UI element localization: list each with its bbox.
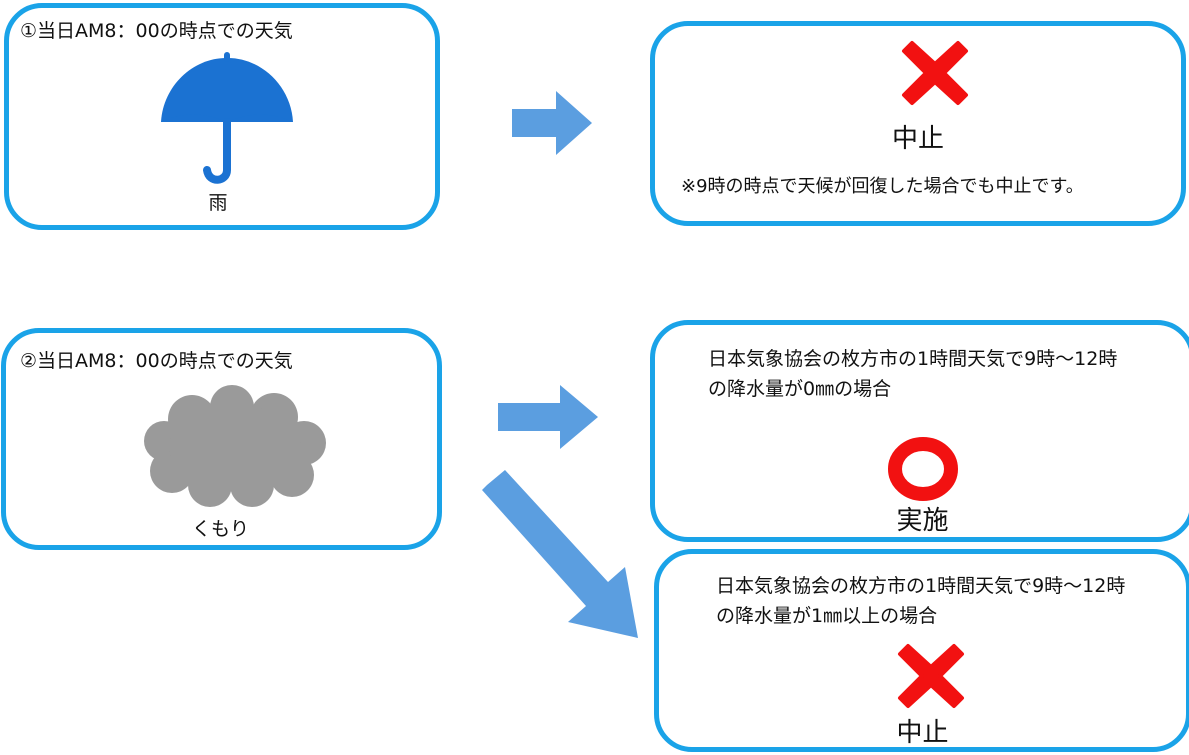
- outcome-a-condition: 日本気象協会の枚方市の1時間天気で9時〜12時の降水量が0㎜の場合: [708, 348, 1118, 400]
- cross-icon: [902, 41, 968, 105]
- weather-label-rain: 雨: [208, 192, 228, 214]
- outcome-b-condition: 日本気象協会の枚方市の1時間天気で9時〜12時の降水量が1㎜以上の場合: [716, 575, 1126, 627]
- arrow-right-2: [498, 385, 598, 449]
- case2-outcome-a-box: [650, 320, 1189, 542]
- cloud-icon: [144, 385, 326, 507]
- result-label-go: 実施: [896, 506, 949, 536]
- umbrella-icon: [161, 52, 293, 184]
- arrow-diagonal: [482, 470, 638, 638]
- case2-outcome-b-box: [654, 549, 1189, 752]
- cross-icon: [898, 644, 964, 708]
- weather-label-cloudy: くもり: [191, 518, 249, 540]
- case2-title: ②当日AM8：00の時点での天気: [20, 350, 293, 372]
- result-label-cancel: 中止: [891, 124, 944, 154]
- circle-icon: [888, 437, 958, 501]
- result-label-cancel: 中止: [896, 718, 949, 748]
- case1-note: ※9時の時点で天候が回復した場合でも中止です。: [681, 176, 1084, 197]
- arrow-right-1: [512, 91, 592, 155]
- case1-title: ①当日AM8：00の時点での天気: [20, 20, 293, 42]
